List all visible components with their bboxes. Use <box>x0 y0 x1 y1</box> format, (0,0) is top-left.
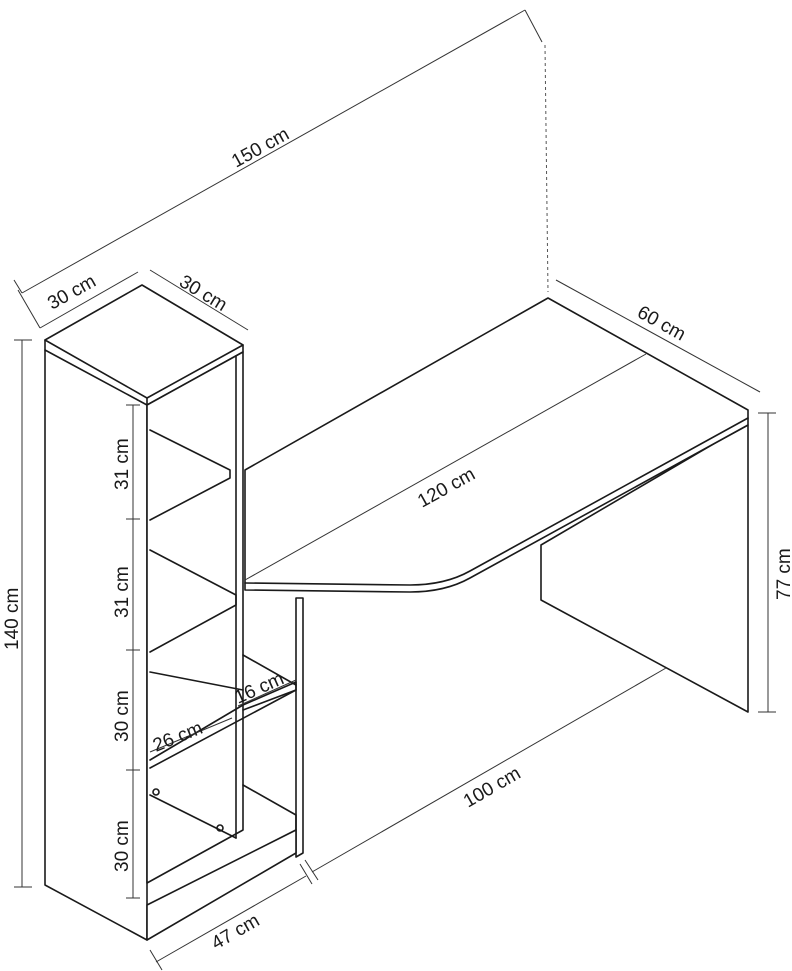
dim-line-shelf-depth <box>149 269 249 331</box>
dim-tick <box>149 949 163 971</box>
desk-top <box>244 297 749 593</box>
dim-line-base-width <box>155 875 307 963</box>
desk-left-support <box>295 597 304 858</box>
bookshelf-base <box>146 829 297 941</box>
shelf-2 <box>149 549 237 653</box>
label-desk-height: 77 cm <box>774 548 792 600</box>
pin-hole-left <box>152 788 160 796</box>
label-legroom-width: 100 cm <box>460 763 524 812</box>
dim-line-legroom <box>311 667 667 873</box>
small-shelf <box>242 654 297 711</box>
desk-top-front-edge <box>244 417 749 586</box>
label-desk-depth: 60 cm <box>634 302 689 345</box>
label-compartment-3: 30 cm <box>112 690 133 742</box>
dim-tick <box>304 859 319 881</box>
dim-line-small-shelf-depth <box>237 679 297 707</box>
label-compartment-1: 31 cm <box>112 438 133 490</box>
pin-hole-right <box>216 824 224 832</box>
bookshelf-open-front <box>146 351 244 884</box>
dim-tick <box>13 279 23 294</box>
dim-extension-total-width <box>544 44 549 293</box>
dim-line-desktop-length <box>244 353 647 581</box>
label-total-width: 150 cm <box>228 124 293 173</box>
dim-line-small-shelf-width <box>149 717 233 753</box>
shelf-1 <box>149 429 231 521</box>
dim-line-total-width <box>21 9 526 294</box>
dim-line-desk-depth <box>555 279 761 393</box>
label-shelf-width: 30 cm <box>44 271 99 314</box>
dim-tick <box>299 863 313 885</box>
dim-line-shelf-width <box>39 271 139 329</box>
label-compartment-2: 31 cm <box>112 566 133 618</box>
shelf-3 <box>149 671 297 769</box>
label-compartment-4: 30 cm <box>112 820 133 872</box>
label-total-height: 140 cm <box>2 588 23 650</box>
dim-tick <box>17 289 41 329</box>
dim-tick <box>524 9 543 43</box>
